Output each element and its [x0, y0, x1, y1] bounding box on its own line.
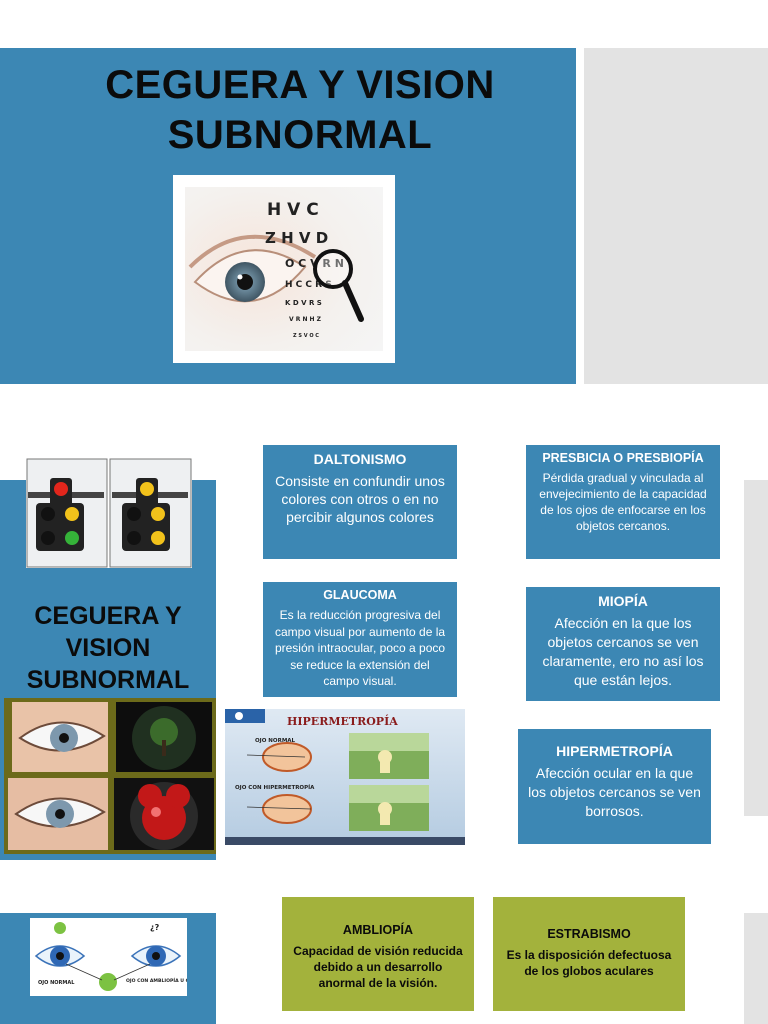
- card-body: Afección en la que los objetos cercanos …: [542, 615, 704, 688]
- card-body: Es la disposición defectuosa de los glob…: [506, 948, 672, 978]
- card-glaucoma: GLAUCOMA Es la reducción progresiva del …: [263, 582, 457, 697]
- card-body: Capacidad de visión reducida debido a un…: [293, 944, 463, 990]
- eye-chart-row: H V C: [267, 200, 319, 220]
- card-heading: PRESBICIA O PRESBIOPÍA: [542, 451, 704, 465]
- eye-chart-row: K D V R S: [285, 299, 322, 307]
- ambl-question-mark: ¿?: [150, 923, 160, 932]
- traffic-light-image: [26, 458, 192, 568]
- eye-chart-row: Z S V O C: [293, 333, 319, 339]
- ambl-label-normal: OJO NORMAL: [38, 980, 75, 986]
- card-heading: GLAUCOMA: [323, 588, 397, 602]
- card-body: Es la reducción progresiva del campo vis…: [274, 608, 446, 688]
- hiper-label-normal: OJO NORMAL: [255, 738, 296, 744]
- right-accent-bar: [744, 913, 768, 1024]
- eye-chart-row: V R N H Z: [289, 316, 322, 323]
- eye-chart-image: H V C Z H V D O C V R N H C C R S K D V …: [185, 187, 383, 351]
- hipermetropia-diagram-image: HIPERMETROPÍA OJO NORMAL OJO CON HIPERME…: [225, 709, 465, 845]
- right-accent-bar: [744, 480, 768, 816]
- card-body: Afección ocular en la que los objetos ce…: [528, 765, 701, 819]
- vision-collage-image: [4, 698, 216, 854]
- card-body: Consiste en confundir unos colores con o…: [275, 473, 445, 525]
- card-body: Pérdida gradual y vinculada al envejecim…: [539, 471, 707, 533]
- card-heading: HIPERMETROPÍA: [556, 743, 673, 759]
- hiper-label-hiper: OJO CON HIPERMETROPÍA: [235, 783, 315, 791]
- section-title: CEGUERA Y VISION SUBNORMAL: [26, 602, 190, 694]
- card-heading: MIOPÍA: [598, 593, 648, 609]
- hiper-diagram-title: HIPERMETROPÍA: [287, 714, 398, 728]
- card-estrabismo: ESTRABISMO Es la disposición defectuosa …: [493, 897, 685, 1011]
- ambliopia-diagram-image: ¿? OJO NORMAL OJO CON AMBLIOPÍA U OJO VA…: [30, 918, 187, 996]
- eye-chart-row: Z H V D: [265, 229, 328, 247]
- card-daltonismo: DALTONISMO Consiste en confundir unos co…: [263, 445, 457, 559]
- card-heading: DALTONISMO: [313, 451, 407, 467]
- card-ambliopia: AMBLIOPÍA Capacidad de visión reducida d…: [282, 897, 474, 1011]
- card-heading: ESTRABISMO: [547, 927, 631, 941]
- eye-chart-row: H C C R S: [285, 280, 332, 290]
- card-heading: AMBLIOPÍA: [342, 923, 414, 937]
- card-hipermetropia: HIPERMETROPÍA Afección ocular en la que …: [518, 729, 711, 844]
- ambl-label-ambl: OJO CON AMBLIOPÍA U OJO VAGO: [126, 976, 187, 984]
- slide-title: CEGUERA Y VISION SUBNORMAL: [105, 63, 495, 157]
- card-presbicia: PRESBICIA O PRESBIOPÍA Pérdida gradual y…: [526, 445, 720, 559]
- card-miopia: MIOPÍA Afección en la que los objetos ce…: [526, 587, 720, 701]
- title-slide-side-panel: [584, 48, 768, 384]
